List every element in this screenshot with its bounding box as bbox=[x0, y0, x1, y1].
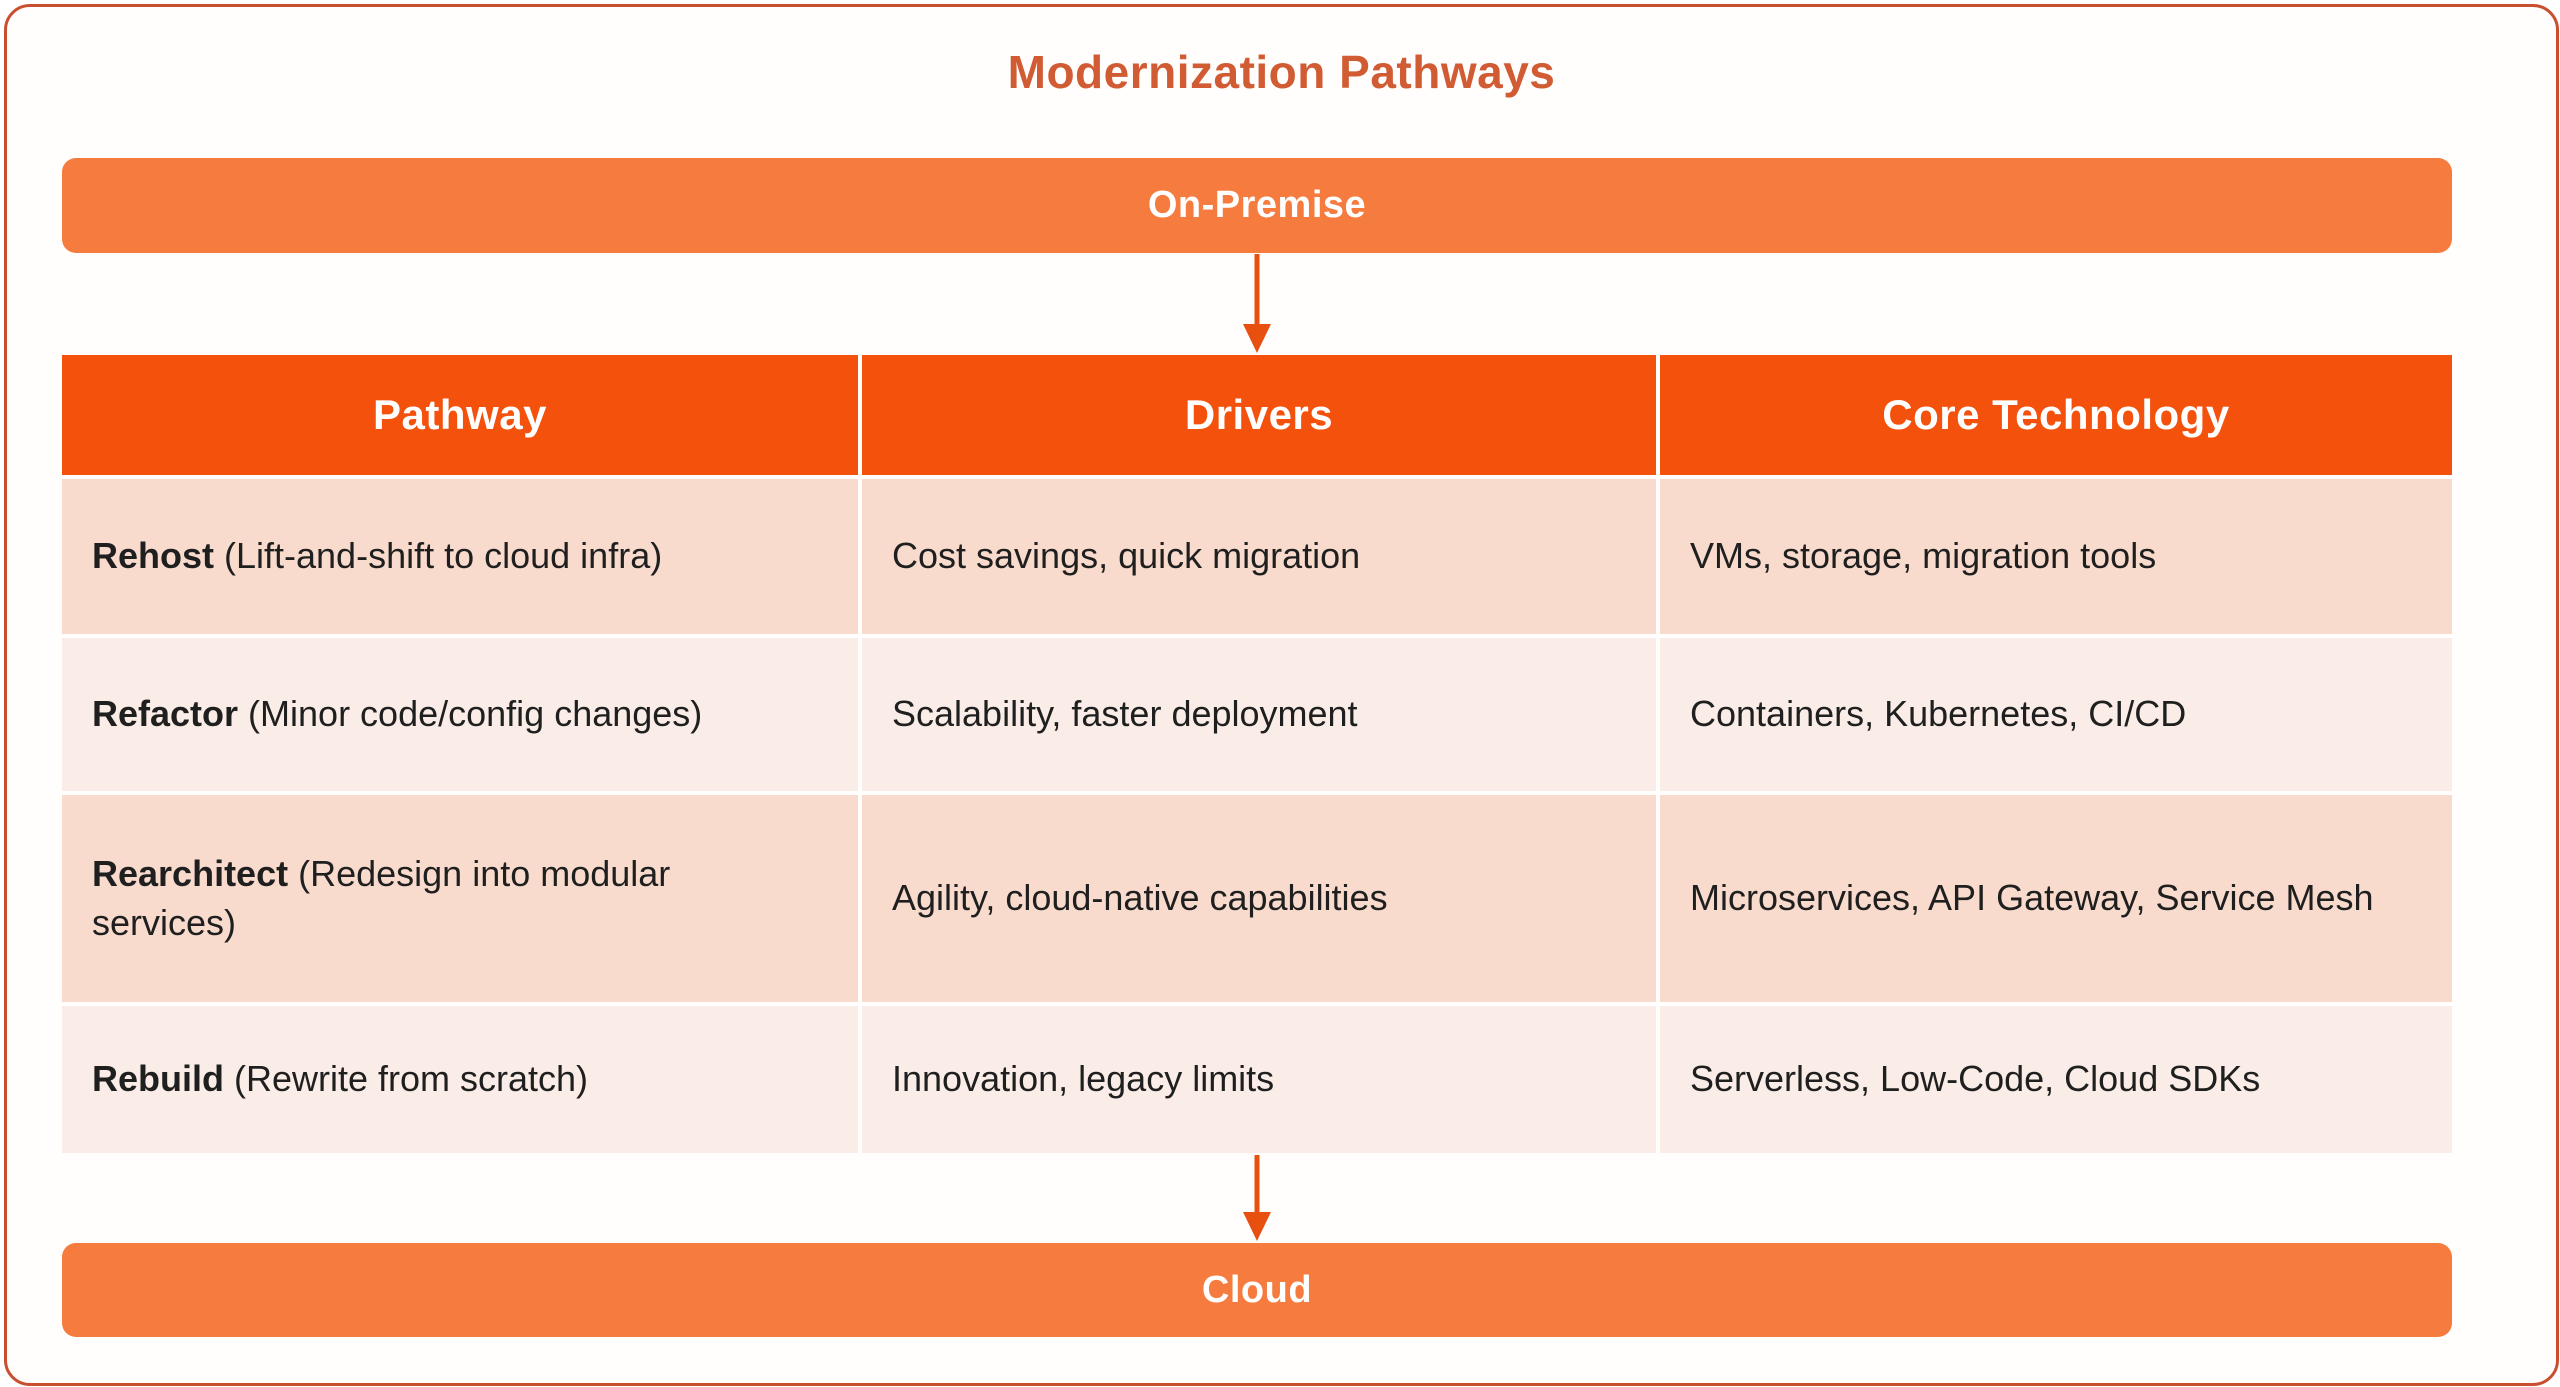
cell-text: Rebuild (Rewrite from scratch) bbox=[92, 1055, 588, 1104]
cell-tech-rehost: VMs, storage, migration tools bbox=[1660, 479, 2452, 634]
on-premise-node: On-Premise bbox=[62, 158, 2452, 253]
cell-text: Containers, Kubernetes, CI/CD bbox=[1690, 693, 2187, 735]
pathway-name: Rearchitect bbox=[92, 852, 289, 894]
cell-drivers-refactor: Scalability, faster deployment bbox=[862, 638, 1656, 791]
pathway-detail: (Minor code/config changes) bbox=[238, 693, 703, 735]
down-arrow-icon bbox=[1243, 1155, 1271, 1241]
cell-tech-rearchitect: Microservices, API Gateway, Service Mesh bbox=[1660, 795, 2452, 1002]
cell-text: Microservices, API Gateway, Service Mesh bbox=[1690, 877, 2374, 919]
column-header-drivers: Drivers bbox=[862, 355, 1656, 475]
cell-text: Cost savings, quick migration bbox=[892, 535, 1361, 577]
on-premise-label: On-Premise bbox=[1147, 184, 1367, 226]
diagram-frame: Modernization Pathways On-Premise Pathwa… bbox=[4, 4, 2559, 1386]
cell-text: Agility, cloud-native capabilities bbox=[892, 877, 1388, 919]
cell-pathway-rearchitect: Rearchitect (Redesign into modular servi… bbox=[62, 795, 858, 1002]
cell-text: Innovation, legacy limits bbox=[892, 1058, 1275, 1100]
cell-text: Serverless, Low-Code, Cloud SDKs bbox=[1690, 1058, 2261, 1100]
cell-drivers-rearchitect: Agility, cloud-native capabilities bbox=[862, 795, 1656, 1002]
cell-tech-refactor: Containers, Kubernetes, CI/CD bbox=[1660, 638, 2452, 791]
pathway-detail: (Rewrite from scratch) bbox=[224, 1058, 589, 1100]
cloud-label: Cloud bbox=[1201, 1268, 1313, 1311]
cell-pathway-rebuild: Rebuild (Rewrite from scratch) bbox=[62, 1006, 858, 1153]
column-header-pathway: Pathway bbox=[62, 355, 858, 475]
pathway-name: Refactor bbox=[92, 693, 239, 735]
cloud-node: Cloud bbox=[62, 1243, 2452, 1337]
pathway-name: Rehost bbox=[92, 535, 215, 577]
column-header-tech: Core Technology bbox=[1660, 355, 2452, 475]
page-title: Modernization Pathways bbox=[1007, 46, 1556, 98]
cell-text: VMs, storage, migration tools bbox=[1690, 535, 2157, 577]
cell-drivers-rehost: Cost savings, quick migration bbox=[862, 479, 1656, 634]
pathway-detail: (Redesign into modular services) bbox=[92, 852, 671, 943]
pathways-table: Pathway Drivers Core Technology Rehost (… bbox=[62, 355, 2452, 1153]
cell-tech-rebuild: Serverless, Low-Code, Cloud SDKs bbox=[1660, 1006, 2452, 1153]
down-arrow-icon bbox=[1243, 254, 1271, 353]
cell-text: Rearchitect (Redesign into modular servi… bbox=[92, 850, 813, 947]
pathway-name: Rebuild bbox=[92, 1058, 224, 1100]
pathway-detail: (Lift-and-shift to cloud infra) bbox=[214, 535, 663, 577]
cell-pathway-refactor: Refactor (Minor code/config changes) bbox=[62, 638, 858, 791]
cell-pathway-rehost: Rehost (Lift-and-shift to cloud infra) bbox=[62, 479, 858, 634]
cell-text: Refactor (Minor code/config changes) bbox=[92, 690, 702, 739]
cell-text: Scalability, faster deployment bbox=[892, 693, 1358, 735]
cell-drivers-rebuild: Innovation, legacy limits bbox=[862, 1006, 1656, 1153]
cell-text: Rehost (Lift-and-shift to cloud infra) bbox=[92, 532, 662, 581]
